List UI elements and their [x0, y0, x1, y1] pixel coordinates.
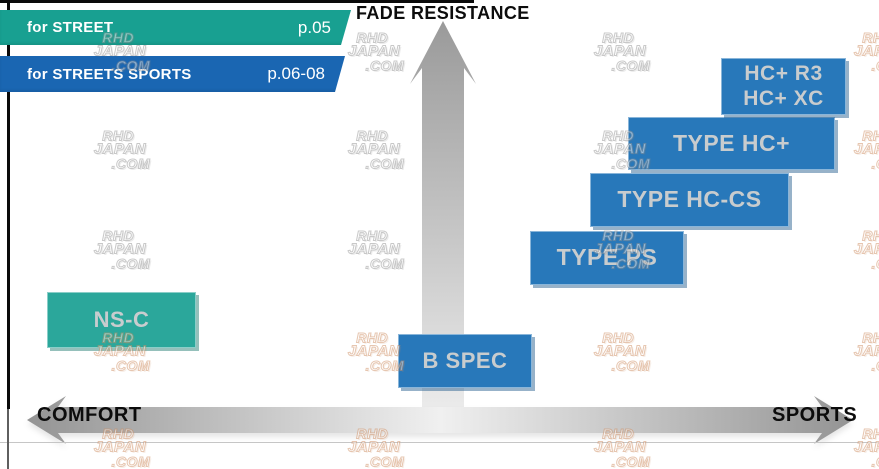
- x-axis-comfort-label: COMFORT: [37, 404, 142, 426]
- product-box-label: TYPE HC-CS: [617, 186, 762, 213]
- product-box-label: NS-C: [93, 307, 150, 333]
- product-box-type-ps: TYPE PS: [530, 231, 684, 285]
- banner-for-streets-sports-label: for STREETS SPORTS: [27, 65, 192, 83]
- product-box-label: TYPE HC+: [672, 129, 791, 156]
- y-axis-label: FADE RESISTANCE: [356, 3, 530, 23]
- banner-for-streets-sports-page-ref: p.06-08: [267, 64, 325, 83]
- product-box-ns-c: NS-C: [47, 292, 196, 348]
- product-box-label: HC+ R3: [744, 61, 823, 85]
- page-edge-left-lower: [7, 409, 9, 469]
- banner-for-streets-sports[interactable]: for STREETS SPORTS p.06-08: [0, 56, 345, 92]
- product-box-type-hc-plus: TYPE HC+: [628, 117, 835, 170]
- banner-for-street-label: for STREET: [27, 19, 114, 36]
- banner-for-street-page-ref: p.05: [297, 17, 331, 37]
- product-box-type-hc-cs: TYPE HC-CS: [590, 173, 789, 227]
- bottom-divider-line: [0, 442, 879, 443]
- banner-for-street[interactable]: for STREET p.05: [0, 10, 351, 45]
- x-axis-sports-label: SPORTS: [772, 404, 858, 426]
- page-edge-left: [7, 0, 10, 409]
- product-box-label: TYPE PS: [556, 244, 658, 271]
- product-box-label: HC+ XC: [743, 86, 824, 110]
- page-edge-top: [0, 0, 474, 3]
- product-box-b-spec: B SPEC: [398, 334, 532, 388]
- product-box-label: B SPEC: [422, 348, 508, 374]
